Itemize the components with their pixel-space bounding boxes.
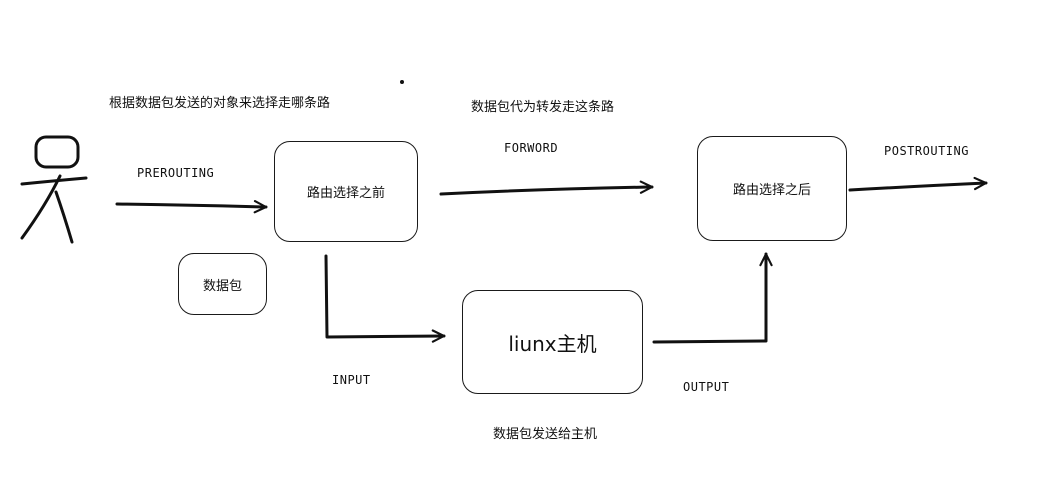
label-postrouting: POSTROUTING bbox=[884, 144, 969, 158]
note-forward-path: 数据包代为转发走这条路 bbox=[471, 100, 615, 115]
stray-dot bbox=[400, 80, 404, 84]
forword-arrow bbox=[439, 180, 654, 196]
prerouting-arrow bbox=[115, 200, 268, 214]
input-arrow bbox=[324, 254, 446, 343]
output-arrow bbox=[652, 252, 773, 344]
note-route-choice: 根据数据包发送的对象来选择走哪条路 bbox=[109, 96, 331, 111]
box-before-routing-label: 路由选择之前 bbox=[306, 186, 385, 201]
label-input: INPUT bbox=[332, 373, 371, 387]
box-packet-label: 数据包 bbox=[202, 278, 242, 294]
label-prerouting: PREROUTING bbox=[137, 166, 215, 180]
box-packet: 数据包 bbox=[178, 253, 267, 315]
note-send-to-host: 数据包发送给主机 bbox=[493, 427, 598, 442]
box-linux-host-label: liunx主机 bbox=[508, 331, 597, 356]
box-after-routing: 路由选择之后 bbox=[697, 136, 847, 241]
postrouting-arrow bbox=[848, 176, 988, 192]
box-before-routing: 路由选择之前 bbox=[274, 141, 418, 242]
box-linux-host: liunx主机 bbox=[462, 290, 643, 394]
label-forword: FORWORD bbox=[504, 141, 559, 155]
person-figure-icon bbox=[20, 135, 88, 244]
label-output: OUTPUT bbox=[683, 380, 730, 394]
box-after-routing-label: 路由选择之后 bbox=[732, 183, 811, 198]
